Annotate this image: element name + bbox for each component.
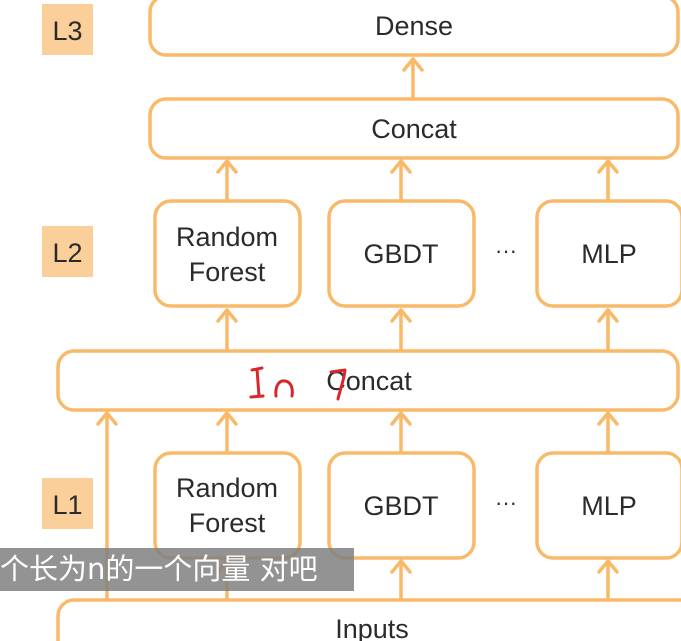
video-subtitle: 个长为n的一个向量 对吧 <box>0 548 354 591</box>
concat-top-box: Concat <box>148 97 680 160</box>
arrow-l2-gbdt-to-concat <box>390 159 412 200</box>
concat-mid-box: Concat <box>56 349 680 412</box>
l1-random-forest-label-line2: Forest <box>189 508 266 538</box>
arrow-concat-to-l2-mlp <box>597 308 619 350</box>
l2-gbdt-label: GBDT <box>363 239 438 269</box>
l1-gbdt-label: GBDT <box>363 491 438 521</box>
layer-label-l3: L3 <box>42 4 93 55</box>
l2-random-forest-label-line1: Random <box>176 222 278 252</box>
inputs-label: Inputs <box>335 614 409 641</box>
concat-top-label: Concat <box>371 114 457 144</box>
arrow-l1-mlp-to-concat <box>597 411 619 452</box>
l2-ellipsis: ··· <box>495 238 517 263</box>
l2-mlp-label: MLP <box>581 239 637 269</box>
arrow-l2-mlp-to-concat <box>597 159 619 200</box>
dense-label: Dense <box>375 11 453 41</box>
handwritten-annotation <box>249 366 347 401</box>
arrow-l1-gbdt-to-concat <box>390 411 412 452</box>
arrow-concat-to-l2-rf <box>216 308 238 350</box>
arrow-inputs-to-l1-gbdt <box>390 559 412 600</box>
l1-random-forest-label-line1: Random <box>176 473 278 503</box>
dense-box: Dense <box>148 0 680 57</box>
l2-mlp-box: MLP <box>535 199 681 308</box>
l1-random-forest-box: Random Forest <box>153 451 302 560</box>
layer-label-l1: L1 <box>42 478 93 529</box>
layer-label-l1-text: L1 <box>52 490 82 520</box>
arrow-l1-rf-to-concat <box>216 411 238 452</box>
arrow-concat-to-l2-gbdt <box>390 308 412 350</box>
l1-gbdt-box: GBDT <box>327 451 476 560</box>
l1-mlp-label: MLP <box>581 491 637 521</box>
l2-random-forest-label-line2: Forest <box>189 257 266 287</box>
layer-label-l2-text: L2 <box>52 238 82 268</box>
layer-label-l3-text: L3 <box>52 16 82 46</box>
l1-mlp-box: MLP <box>535 451 681 560</box>
arrow-concat-to-dense <box>402 57 424 98</box>
l1-ellipsis: ··· <box>495 490 517 515</box>
l2-gbdt-box: GBDT <box>327 199 476 308</box>
l2-random-forest-box: Random Forest <box>153 199 302 308</box>
arrow-inputs-to-l1-mlp <box>597 559 619 600</box>
arrow-l2-rf-to-concat <box>216 159 238 200</box>
inputs-box: Inputs <box>56 598 681 641</box>
layer-label-l2: L2 <box>42 226 93 277</box>
